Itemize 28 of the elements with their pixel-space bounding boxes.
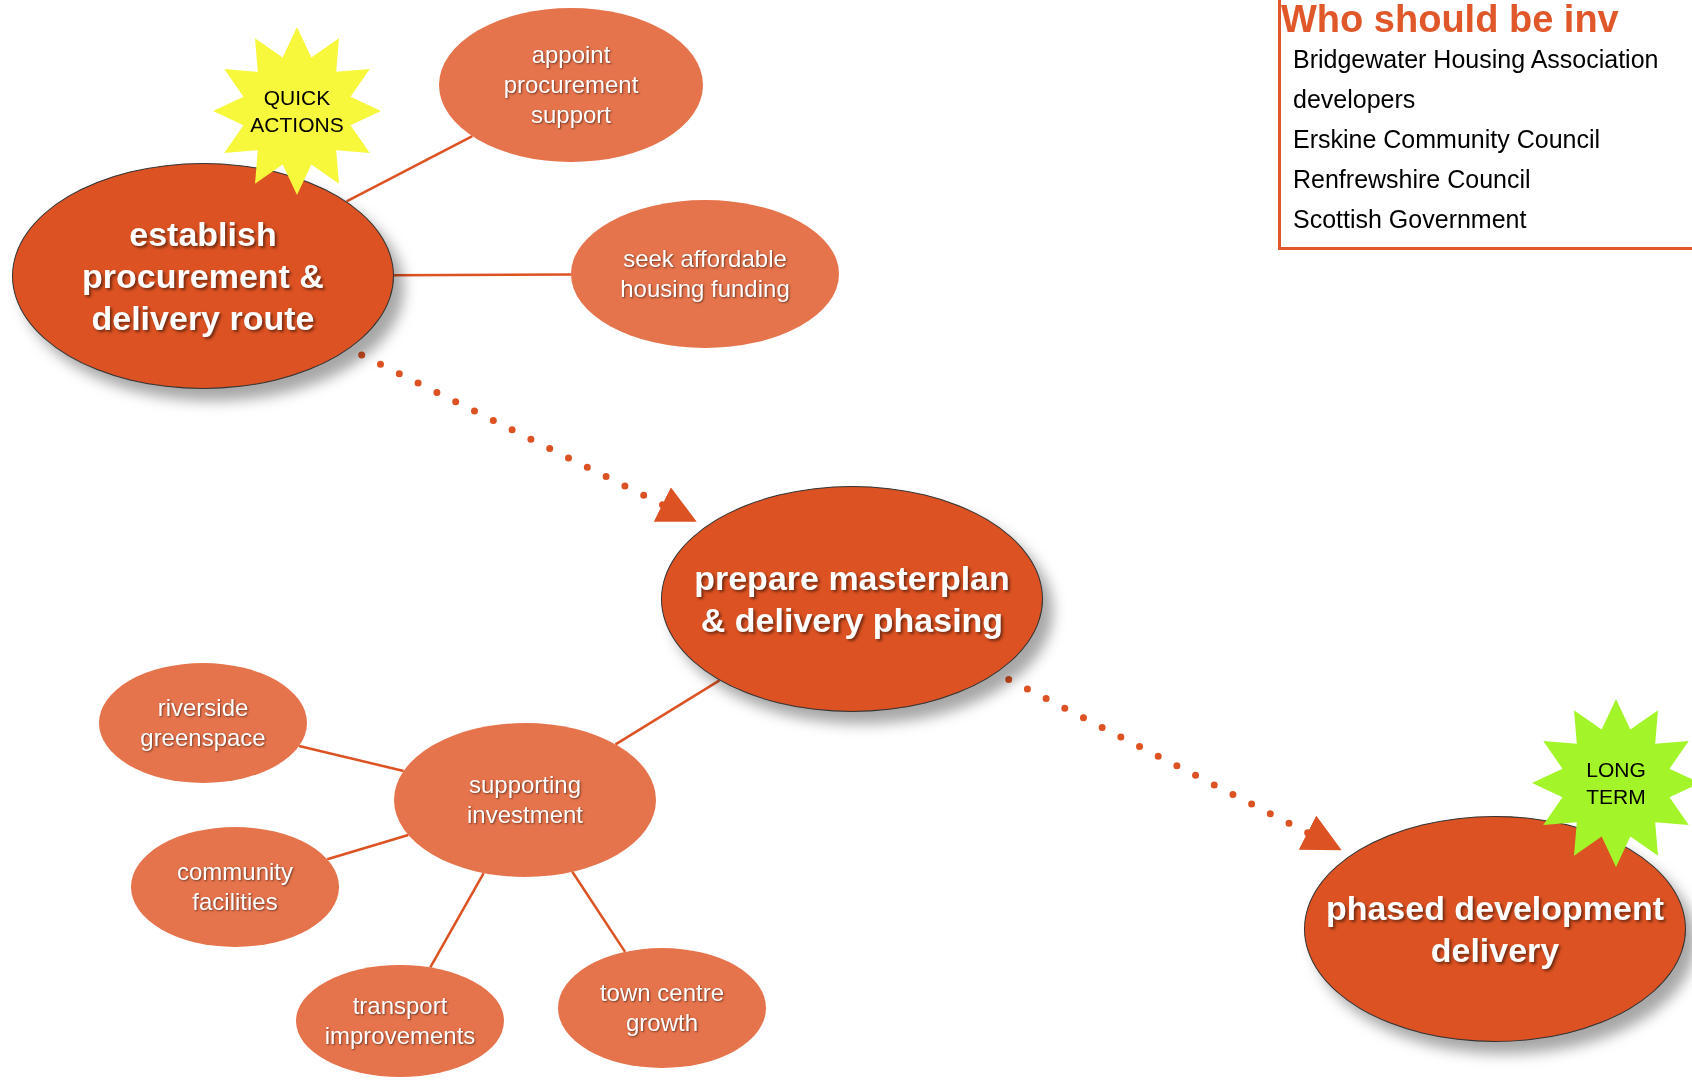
stakeholder-item: developers (1292, 84, 1417, 115)
connector-line (571, 871, 627, 953)
connector-line (298, 744, 404, 773)
stakeholder-panel (1278, 0, 1692, 250)
node-label: prepare masterplan & delivery phasing (693, 558, 1011, 641)
node-label: riverside greenspace (139, 693, 267, 753)
node-label: phased development delivery (1324, 888, 1666, 971)
badge-label: LONG TERM (1585, 757, 1647, 810)
node-label: appoint procurement support (502, 40, 640, 130)
node-label: establish procurement & delivery route (81, 214, 325, 339)
connector-line (614, 679, 721, 746)
node-label: town centre growth (598, 978, 726, 1038)
node-label: seek affordable housing funding (619, 244, 791, 304)
connector-line (429, 872, 485, 969)
stakeholder-item: Renfrewshire Council (1292, 164, 1532, 195)
connector-line (346, 135, 473, 203)
connector-line (326, 833, 409, 861)
stakeholder-item: Scottish Government (1292, 204, 1528, 235)
connector-line (394, 273, 571, 277)
badge-label: QUICK ACTIONS (249, 85, 345, 138)
stakeholder-item: Bridgewater Housing Association (1292, 44, 1660, 75)
dotted-arrow (1005, 675, 1342, 853)
stakeholder-item: Erskine Community Council (1292, 124, 1602, 155)
node-label: supporting investment (465, 770, 585, 830)
panel-heading: Who should be inv (1281, 0, 1620, 39)
node-label: transport improvements (323, 991, 477, 1051)
node-label: community facilities (176, 857, 294, 917)
dotted-arrow (358, 351, 697, 524)
